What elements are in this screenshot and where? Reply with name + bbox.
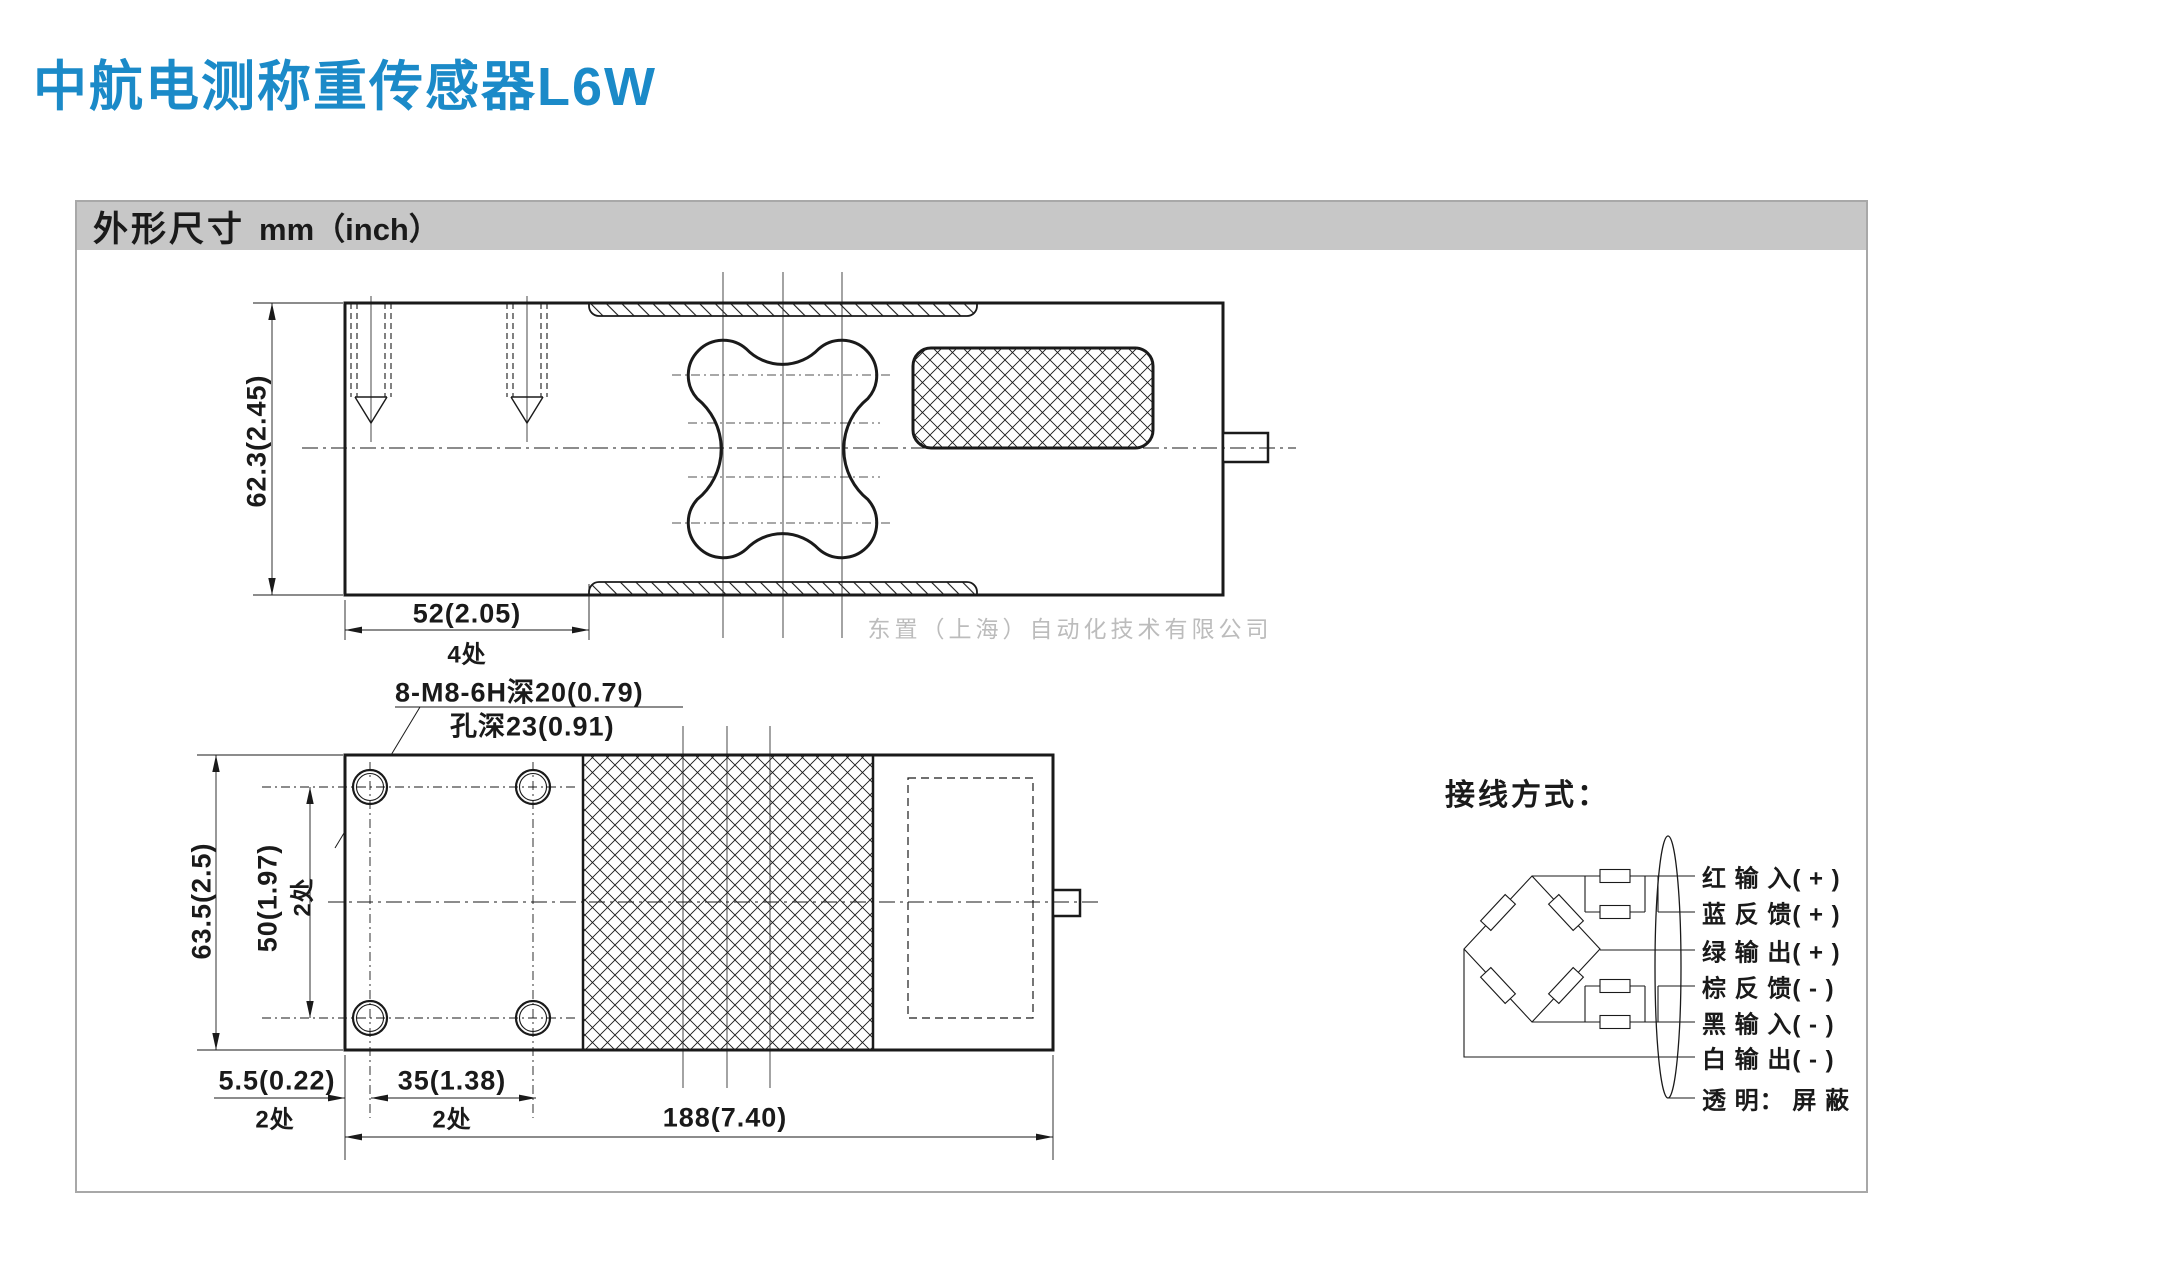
wiring-diagram [1463, 835, 1695, 1099]
cable-shield-ellipse [1654, 835, 1682, 1099]
panel-header-units: mm（inch） [259, 211, 440, 247]
dim-188-label: 188(7.40) [662, 1102, 788, 1133]
dim-50-lines [306, 787, 314, 1018]
dim-52-places: 4处 [447, 641, 487, 669]
flexure-cutout [686, 338, 879, 560]
bottom-view [197, 726, 1100, 1160]
wire-label-red: 红 输 入( + ) [1702, 865, 1841, 893]
wire-label-shield: 透 明： 屏 蔽 [1702, 1087, 1851, 1115]
dim-63-5-lines [197, 754, 343, 1051]
thread-depth-label: 孔深23(0.91) [450, 711, 615, 742]
thread-hole-1 [350, 296, 392, 442]
page-title: 中航电测称重传感器L6W [33, 57, 657, 117]
dim-52-label: 52(2.05) [412, 598, 522, 629]
dim-35-places: 2处 [432, 1106, 472, 1134]
dim-62-3-lines [253, 302, 343, 596]
compensation-resistor [1599, 978, 1631, 994]
wire-label-black: 黑 输 入( - ) [1702, 1011, 1835, 1039]
top-view-centerlines [302, 272, 1296, 638]
dim-50-label: 50(1.97) [252, 843, 283, 953]
compensation-resistor [1599, 868, 1631, 884]
top-view [253, 272, 1296, 849]
bridge-resistor [1479, 893, 1517, 932]
thread-spec-label: 8-M8-6H深20(0.79) [395, 677, 644, 708]
dim-bottom-lines [214, 1055, 1054, 1160]
nameplate [911, 346, 1155, 450]
dim-52-lines [344, 584, 590, 640]
bottom-view-centerlines [262, 726, 1100, 1118]
wheatstone-bridge [1463, 875, 1601, 1023]
dim-62-3-label: 62.3(2.45) [241, 374, 272, 508]
mounting-holes [351, 768, 552, 1037]
dim-5-5-places: 2处 [255, 1106, 295, 1134]
thread-hole-2 [506, 296, 548, 442]
bridge-resistor [1547, 893, 1585, 932]
wiring-title: 接线方式： [1445, 779, 1610, 812]
compensation-resistor [1599, 1014, 1631, 1030]
panel-header-label: 外形尺寸 [93, 209, 246, 249]
bridge-resistor [1479, 966, 1517, 1005]
wire-label-brown: 棕 反 馈( - ) [1702, 975, 1835, 1003]
dim-5-5-label: 5.5(0.22) [218, 1065, 336, 1096]
watermark: 东置（上海）自动化技术有限公司 [867, 616, 1273, 642]
wiring-wires [1463, 868, 1695, 1099]
wire-label-blue: 蓝 反 馈( + ) [1702, 901, 1841, 929]
dim-50-places: 2处 [289, 877, 317, 917]
cable-connector-bottom [1051, 888, 1082, 918]
bridge-resistor [1547, 966, 1585, 1005]
wire-label-green: 绿 输 出( + ) [1702, 939, 1841, 967]
wire-label-white: 白 输 出( - ) [1702, 1046, 1835, 1074]
panel-header: 外形尺寸 mm（inch） [77, 202, 1866, 250]
dim-35-label: 35(1.38) [397, 1065, 507, 1096]
compensation-resistor [1599, 904, 1631, 920]
dim-63-5-label: 63.5(2.5) [186, 842, 217, 960]
